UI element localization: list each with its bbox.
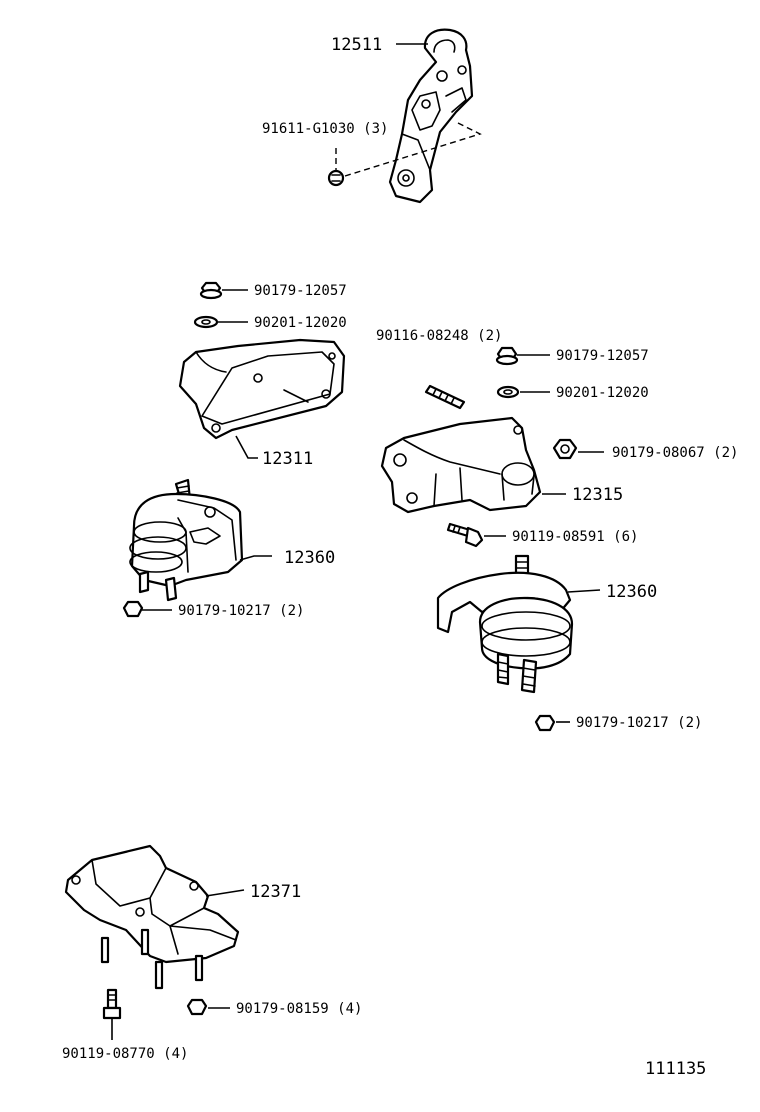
bracket-12315[interactable] [380, 416, 542, 514]
label-90179-10217-right: 90179-10217 (2) [576, 715, 702, 731]
leader-line [205, 889, 245, 897]
label-90116-08248: 90116-08248 (2) [376, 328, 502, 344]
bolt-90119-08591[interactable] [446, 522, 484, 548]
leader-line [239, 555, 272, 561]
label-12360-left: 12360 [284, 548, 335, 568]
nut-90179-08159[interactable] [186, 998, 208, 1016]
label-90179-10217-left: 90179-10217 (2) [178, 603, 304, 619]
label-90119-08591: 90119-08591 (6) [512, 529, 638, 545]
label-90179-08067: 90179-08067 (2) [612, 445, 738, 461]
label-12311: 12311 [262, 449, 313, 469]
label-12360-right: 12360 [606, 582, 657, 602]
label-12511: 12511 [331, 35, 382, 55]
bracket-12311[interactable] [178, 338, 346, 440]
label-90201-12020-left: 90201-12020 [254, 315, 347, 331]
label-90119-08770: 90119-08770 (4) [62, 1046, 188, 1062]
label-90179-12057-left: 90179-12057 [254, 283, 347, 299]
washer-90201-12020-right[interactable] [496, 385, 520, 399]
nut-90179-12057-right[interactable] [495, 346, 519, 366]
bolt-91611-g1030[interactable] [327, 169, 345, 187]
mount-12371[interactable] [64, 844, 240, 990]
bolt-90119-08770[interactable] [102, 988, 122, 1020]
nut-90179-10217-right[interactable] [534, 714, 556, 732]
engine-hanger-bracket-12511[interactable] [388, 28, 474, 204]
washer-90201-12020-left[interactable] [193, 315, 219, 329]
nut-90179-08067[interactable] [552, 438, 578, 460]
label-90179-08159: 90179-08159 (4) [236, 1001, 362, 1017]
label-12371: 12371 [250, 882, 301, 902]
nut-90179-10217-left[interactable] [122, 600, 144, 618]
leader-line [235, 435, 258, 459]
label-90201-12020-right: 90201-12020 [556, 385, 649, 401]
stud-90116-08248[interactable] [424, 384, 466, 410]
diagram-id: 111135 [645, 1059, 706, 1079]
insulator-12360-right[interactable] [436, 554, 574, 694]
label-91611-g1030: 91611-G1030 (3) [262, 121, 388, 137]
leader-line [567, 589, 601, 593]
nut-90179-12057-left[interactable] [199, 281, 223, 300]
label-12315: 12315 [572, 485, 623, 505]
dashed-leader [344, 121, 482, 177]
label-90179-12057-right: 90179-12057 [556, 348, 649, 364]
insulator-12360-left[interactable] [129, 478, 244, 602]
